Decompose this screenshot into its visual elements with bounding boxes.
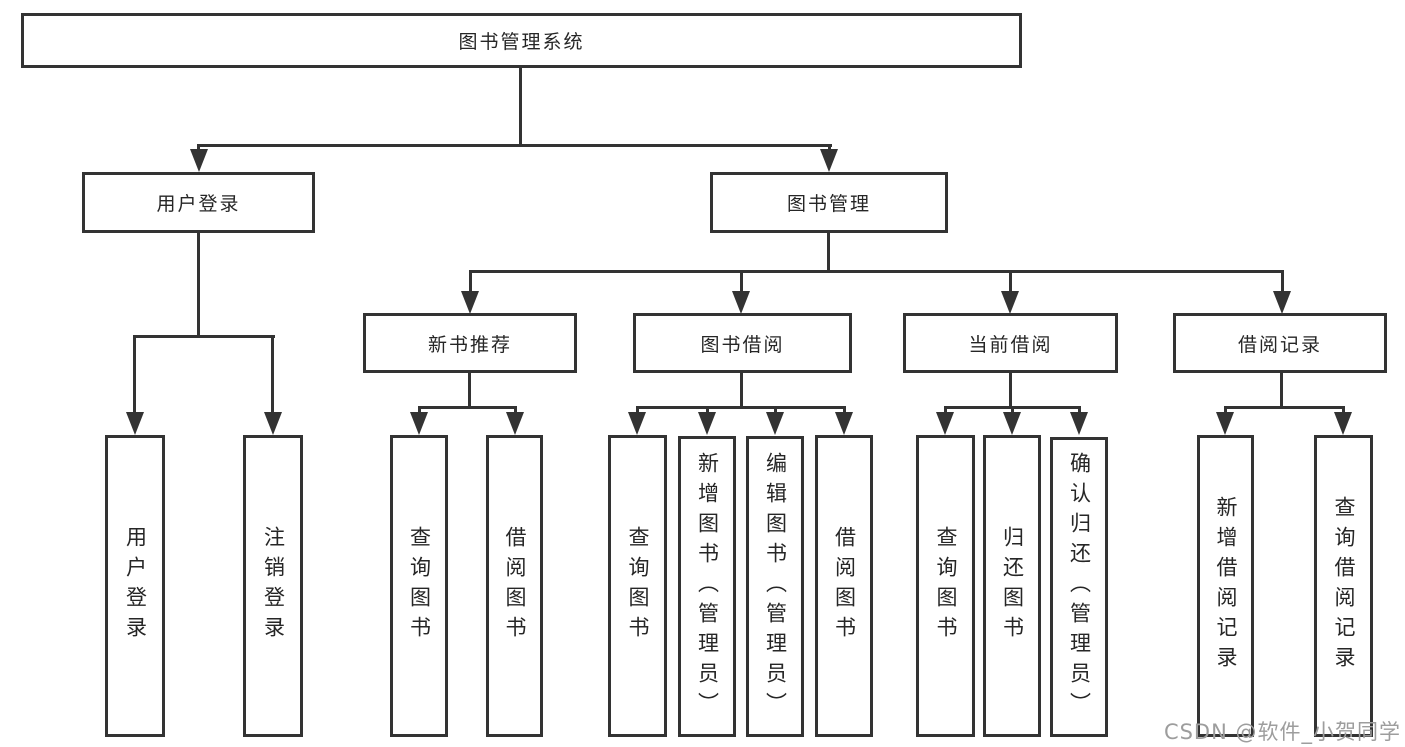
watermark: CSDN @软件_小贺同学 bbox=[1163, 720, 1401, 744]
connector-cb-drop-1 bbox=[944, 406, 947, 415]
arrowhead-nbr-borrow-book bbox=[506, 412, 524, 435]
leaf-confirm-return-label: 确认归还（管理员） bbox=[1067, 452, 1092, 722]
connector-nbr-drop-2 bbox=[514, 406, 517, 415]
leaf-confirm-return: 确认归还（管理员） bbox=[1050, 437, 1108, 737]
connector-user-login-stem bbox=[197, 233, 200, 337]
connector-root-rail bbox=[197, 144, 832, 147]
arrowhead-bb-edit-book bbox=[766, 412, 784, 435]
arrowhead-leaf-logout bbox=[264, 412, 282, 435]
arrowhead-bb-add-book bbox=[698, 412, 716, 435]
arrowhead-cb-confirm-return bbox=[1070, 412, 1088, 435]
arrowhead-current-borrow bbox=[1001, 291, 1019, 314]
arrowhead-user-login bbox=[190, 149, 208, 172]
connector-br-drop-1 bbox=[1224, 406, 1227, 415]
arrowhead-cb-query-book bbox=[936, 412, 954, 435]
connector-cb-stem bbox=[1009, 373, 1012, 409]
connector-bb-drop-4 bbox=[843, 406, 846, 415]
connector-nbr-stem bbox=[468, 373, 471, 409]
leaf-user-login-label: 用户登录 bbox=[123, 526, 148, 646]
connector-br-stem bbox=[1280, 373, 1283, 409]
connector-br-rail bbox=[1224, 406, 1345, 409]
connector-nbr-rail bbox=[418, 406, 517, 409]
leaf-query-book-2-label: 查询图书 bbox=[626, 526, 651, 646]
connector-cb-drop-2 bbox=[1011, 406, 1014, 415]
connector-bm-drop-3 bbox=[1009, 270, 1012, 292]
arrowhead-bb-borrow-book bbox=[835, 412, 853, 435]
node-new-book-recommend: 新书推荐 bbox=[363, 313, 577, 373]
node-root: 图书管理系统 bbox=[21, 13, 1022, 68]
leaf-logout: 注销登录 bbox=[243, 435, 303, 737]
arrowhead-br-query-record bbox=[1334, 412, 1352, 435]
node-current-borrow: 当前借阅 bbox=[903, 313, 1118, 373]
arrowhead-bb-query-book bbox=[628, 412, 646, 435]
node-book-borrow: 图书借阅 bbox=[633, 313, 852, 373]
connector-bm-drop-1 bbox=[469, 270, 472, 292]
leaf-return-book: 归还图书 bbox=[983, 435, 1041, 737]
arrowhead-new-book-recommend bbox=[461, 291, 479, 314]
connector-bm-drop-4 bbox=[1281, 270, 1284, 292]
arrowhead-book-management bbox=[820, 149, 838, 172]
node-book-management-label: 图书管理 bbox=[786, 193, 871, 215]
arrowhead-leaf-user-login bbox=[126, 412, 144, 435]
leaf-borrow-book-2-label: 借阅图书 bbox=[832, 526, 857, 646]
leaf-add-record: 新增借阅记录 bbox=[1197, 435, 1254, 737]
arrowhead-br-add-record bbox=[1216, 412, 1234, 435]
leaf-user-login: 用户登录 bbox=[105, 435, 165, 737]
arrowhead-nbr-query-book bbox=[410, 412, 428, 435]
connector-user-login-drop-1 bbox=[133, 335, 136, 413]
connector-nbr-drop-1 bbox=[418, 406, 421, 415]
connector-bb-rail bbox=[636, 406, 846, 409]
arrowhead-borrow-records bbox=[1273, 291, 1291, 314]
connector-br-drop-2 bbox=[1342, 406, 1345, 415]
node-book-management: 图书管理 bbox=[710, 172, 948, 233]
node-user-login: 用户登录 bbox=[82, 172, 315, 233]
leaf-query-book-2: 查询图书 bbox=[608, 435, 667, 737]
connector-bb-drop-1 bbox=[636, 406, 639, 415]
node-user-login-label: 用户登录 bbox=[156, 193, 241, 215]
leaf-query-book-1: 查询图书 bbox=[390, 435, 448, 737]
leaf-query-record: 查询借阅记录 bbox=[1314, 435, 1373, 737]
leaf-edit-book-label: 编辑图书（管理员） bbox=[763, 451, 788, 722]
leaf-query-book-1-label: 查询图书 bbox=[407, 526, 432, 646]
arrowhead-book-borrow bbox=[732, 291, 750, 314]
node-new-book-recommend-label: 新书推荐 bbox=[427, 333, 512, 356]
node-book-borrow-label: 图书借阅 bbox=[700, 333, 785, 356]
leaf-logout-label: 注销登录 bbox=[261, 526, 286, 646]
node-root-label: 图书管理系统 bbox=[458, 31, 585, 53]
connector-book-management-stem bbox=[827, 233, 830, 272]
leaf-borrow-book-1: 借阅图书 bbox=[486, 435, 543, 737]
connector-user-login-rail bbox=[133, 335, 275, 338]
connector-bb-drop-2 bbox=[706, 406, 709, 415]
connector-bm-drop-2 bbox=[740, 270, 743, 292]
leaf-add-record-label: 新增借阅记录 bbox=[1214, 496, 1239, 676]
node-borrow-records-label: 借阅记录 bbox=[1237, 333, 1322, 356]
leaf-borrow-book-1-label: 借阅图书 bbox=[503, 526, 528, 646]
connector-book-management-rail bbox=[469, 270, 1283, 273]
connector-bb-stem bbox=[740, 373, 743, 409]
arrowhead-cb-return-book bbox=[1003, 412, 1021, 435]
connector-root-stem bbox=[519, 68, 522, 147]
leaf-query-record-label: 查询借阅记录 bbox=[1332, 496, 1357, 676]
connector-cb-drop-3 bbox=[1078, 406, 1081, 415]
node-borrow-records: 借阅记录 bbox=[1173, 313, 1387, 373]
leaf-query-book-3: 查询图书 bbox=[916, 435, 975, 737]
leaf-edit-book: 编辑图书（管理员） bbox=[746, 436, 804, 737]
connector-user-login-drop-2 bbox=[271, 335, 274, 413]
node-current-borrow-label: 当前借阅 bbox=[968, 333, 1053, 356]
leaf-add-book-label: 新增图书（管理员） bbox=[695, 451, 720, 722]
leaf-add-book: 新增图书（管理员） bbox=[678, 436, 736, 737]
leaf-query-book-3-label: 查询图书 bbox=[934, 526, 959, 646]
connector-bb-drop-3 bbox=[774, 406, 777, 415]
leaf-borrow-book-2: 借阅图书 bbox=[815, 435, 873, 737]
leaf-return-book-label: 归还图书 bbox=[1000, 526, 1025, 646]
